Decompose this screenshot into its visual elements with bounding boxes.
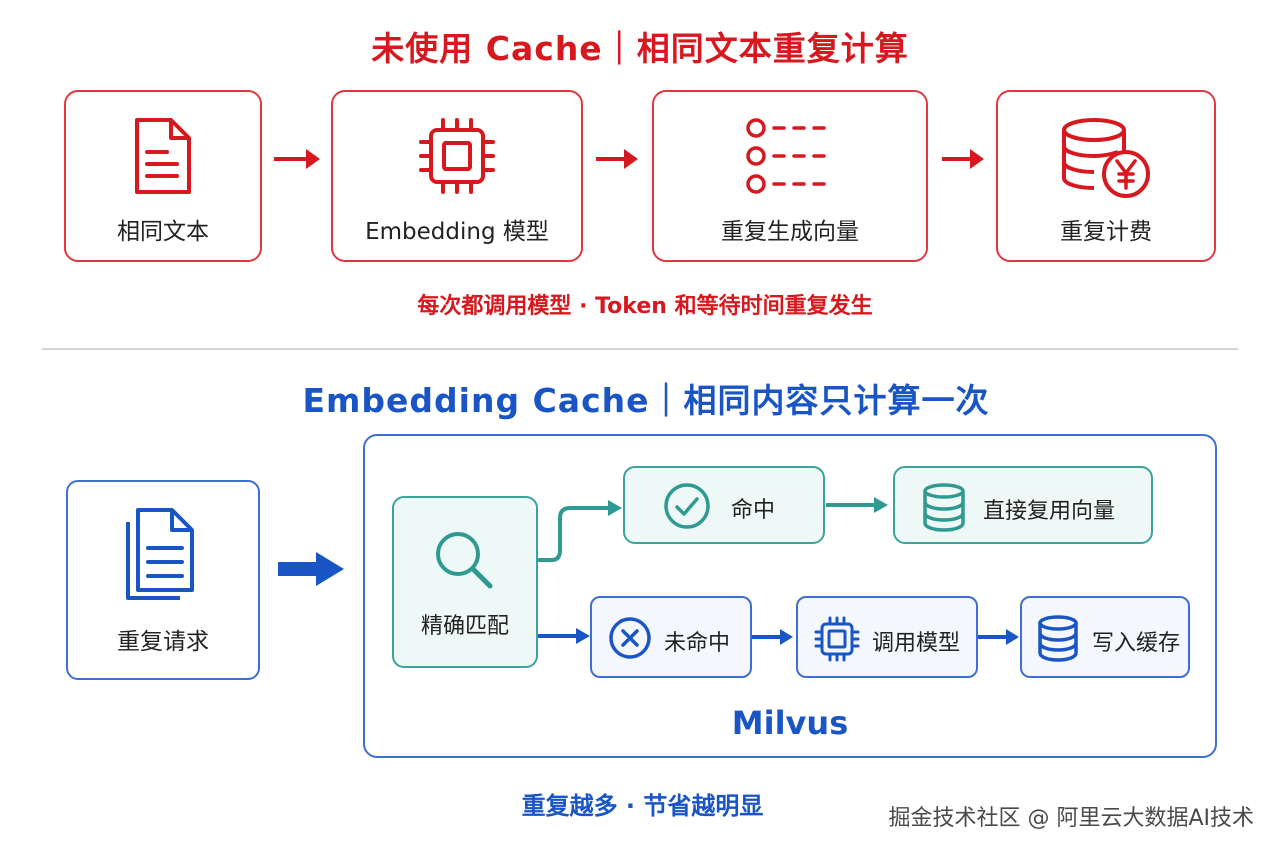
hit-label: 命中 (731, 498, 776, 523)
step-repeat-billing: 重复计费 (996, 90, 1216, 262)
match-label: 精确匹配 (420, 614, 509, 639)
arrow-right-icon (596, 149, 638, 169)
reuse-vector-box: 直接复用向量 (893, 466, 1153, 544)
step-label: 重复生成向量 (721, 219, 859, 245)
milvus-container (363, 434, 1217, 758)
step-regenerate-vectors: 重复生成向量 (652, 90, 928, 262)
watermark: 掘金技术社区 @ 阿里云大数据AI技术 (888, 806, 1254, 831)
arrow-right-icon (274, 149, 320, 169)
milvus-label: Milvus (731, 704, 849, 742)
top-note: 每次都调用模型 · Token 和等待时间重复发生 (417, 294, 873, 319)
database-icon (921, 482, 967, 532)
top-title: 未使用 Cache｜相同文本重复计算 (371, 29, 909, 68)
vector-list-icon (742, 116, 838, 196)
section-divider (42, 348, 1238, 350)
step-embedding-model: Embedding 模型 (331, 90, 583, 262)
request-label: 重复请求 (117, 629, 209, 655)
write-cache-label: 写入缓存 (1092, 631, 1181, 656)
bottom-title: Embedding Cache｜相同内容只计算一次 (302, 381, 990, 420)
big-arrow-right-icon (278, 552, 346, 586)
coin-database-icon (1058, 116, 1154, 200)
write-cache-box: 写入缓存 (1020, 596, 1190, 678)
repeat-request-box: 重复请求 (66, 480, 260, 680)
step-label: 重复计费 (1060, 219, 1152, 245)
connector-lines (538, 490, 628, 650)
bottom-note: 重复越多 · 节省越明显 (521, 792, 764, 820)
arrow-right-icon (826, 494, 890, 516)
arrow-right-icon (752, 626, 794, 648)
search-icon (430, 528, 500, 592)
call-model-label: 调用模型 (872, 631, 961, 656)
arrow-right-icon (942, 149, 984, 169)
hit-box: 命中 (623, 466, 825, 544)
documents-icon (124, 506, 204, 606)
document-icon (131, 116, 195, 196)
miss-label: 未命中 (664, 631, 731, 656)
database-icon (1036, 614, 1080, 662)
arrow-right-icon (978, 626, 1020, 648)
check-circle-icon (663, 482, 711, 530)
reuse-vector-label: 直接复用向量 (983, 499, 1116, 524)
close-circle-icon (608, 616, 652, 660)
exact-match-box: 精确匹配 (392, 496, 538, 668)
chip-icon (417, 116, 497, 196)
step-label: 相同文本 (117, 219, 209, 245)
step-label: Embedding 模型 (365, 219, 549, 245)
miss-box: 未命中 (590, 596, 752, 678)
call-model-box: 调用模型 (796, 596, 978, 678)
step-same-text: 相同文本 (64, 90, 262, 262)
chip-icon (814, 616, 860, 662)
